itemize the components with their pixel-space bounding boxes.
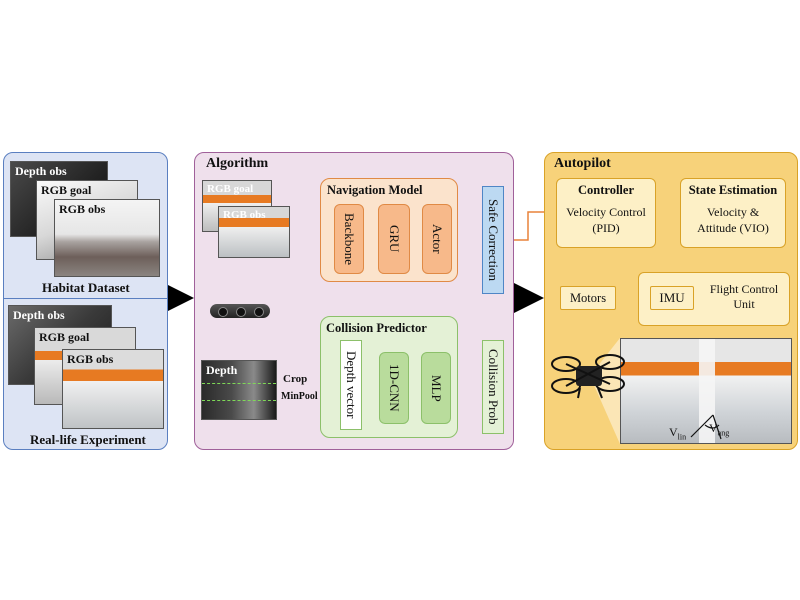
real-rgb-obs-image: RGB obs: [62, 349, 164, 429]
gru-block: GRU: [378, 204, 410, 274]
controller-box: Controller Velocity Control (PID): [556, 178, 656, 248]
data-source-divider: [4, 298, 167, 299]
real-rgb-goal-label: RGB goal: [39, 330, 90, 344]
habitat-rgb-obs-label: RGB obs: [59, 202, 106, 216]
v-ang-label: Vang: [709, 421, 730, 438]
velocity-vectors: [690, 414, 722, 440]
habitat-dataset-caption: Habitat Dataset: [42, 280, 130, 295]
cnn-block: 1D-CNN: [379, 352, 409, 424]
mlp-block: MLP: [421, 352, 451, 424]
real-rgb-obs-label: RGB obs: [67, 352, 114, 366]
algorithm-rgb-obs-image: RGB obs: [218, 206, 290, 258]
arrow-safe-to-controller: [503, 206, 558, 241]
flight-scene-image: Vlin Vang: [620, 338, 792, 444]
crop-region: [202, 383, 276, 401]
collision-prob-block: Collision Prob: [482, 340, 504, 434]
depth-camera-icon: [210, 304, 270, 318]
autopilot-title: Autopilot: [554, 156, 611, 171]
safe-correction-block: Safe Correction: [482, 186, 504, 294]
algorithm-depth-image: Depth: [201, 360, 277, 420]
algorithm-depth-label: Depth: [206, 363, 238, 377]
state-estimation-body: Velocity & Attitude (VIO): [697, 205, 769, 235]
drone-icon: [551, 354, 625, 399]
minpool-label: MinPool: [281, 391, 318, 402]
algorithm-rgb-goal-label: RGB goal: [207, 183, 254, 195]
depth-vector-block: Depth vector: [340, 340, 362, 430]
state-estimation-title: State Estimation: [688, 183, 778, 197]
crop-label: Crop: [283, 373, 308, 385]
v-lin-label: Vlin: [669, 425, 687, 442]
state-estimation-box: State Estimation Velocity & Attitude (VI…: [680, 178, 786, 248]
real-life-caption: Real-life Experiment: [30, 432, 146, 447]
fcu-label: Flight Control Unit: [709, 282, 779, 311]
algorithm-rgb-obs-label: RGB obs: [223, 209, 266, 221]
backbone-block: Backbone: [334, 204, 364, 274]
algorithm-title: Algorithm: [206, 156, 269, 171]
habitat-rgb-obs-image: RGB obs: [54, 199, 160, 277]
controller-title: Controller: [577, 183, 634, 197]
habitat-rgb-goal-label: RGB goal: [41, 183, 92, 197]
collision-predictor-title: Collision Predictor: [326, 321, 427, 335]
actor-block: Actor: [422, 204, 452, 274]
habitat-depth-label: Depth obs: [15, 164, 67, 178]
motors-box: Motors: [560, 286, 616, 310]
controller-body: Velocity Control (PID): [566, 205, 646, 235]
imu-box: IMU: [650, 286, 694, 310]
real-depth-label: Depth obs: [13, 308, 65, 322]
navigation-model-title: Navigation Model: [327, 183, 423, 197]
